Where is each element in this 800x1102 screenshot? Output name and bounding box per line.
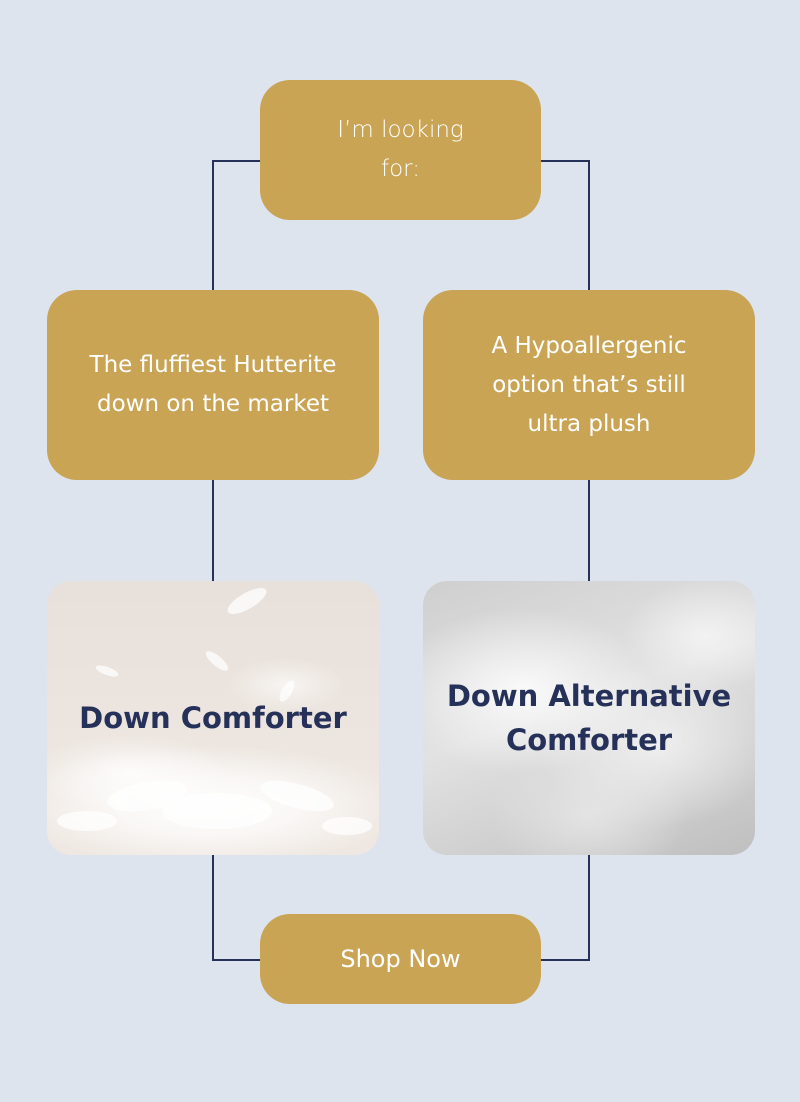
option-down-text: The fluffiest Hutterite down on the mark… bbox=[89, 352, 337, 417]
connector-top-left bbox=[212, 160, 260, 290]
connector-right-product-shop bbox=[541, 855, 590, 961]
prompt-box: I’m looking for: bbox=[260, 80, 541, 220]
down-comforter-card[interactable]: Down Comforter bbox=[47, 581, 379, 855]
shop-now-label: Shop Now bbox=[340, 945, 461, 973]
option-box-down-alternative: A Hypoallergenic option that’s still ult… bbox=[423, 290, 755, 480]
option-down-alternative-text: A Hypoallergenic option that’s still ult… bbox=[491, 332, 687, 437]
connector-left-product-shop bbox=[212, 855, 260, 961]
down-alternative-comforter-title: Down Alternative Comforter bbox=[446, 679, 732, 757]
feathers-image bbox=[57, 588, 372, 835]
option-box-down: The fluffiest Hutterite down on the mark… bbox=[47, 290, 379, 480]
down-comforter-title: Down Comforter bbox=[79, 701, 347, 735]
down-alternative-comforter-card[interactable]: Down Alternative Comforter bbox=[423, 581, 755, 855]
shop-now-button[interactable]: Shop Now bbox=[260, 914, 541, 1004]
connector-top-right bbox=[541, 160, 590, 290]
prompt-text: I’m looking for: bbox=[337, 117, 464, 182]
